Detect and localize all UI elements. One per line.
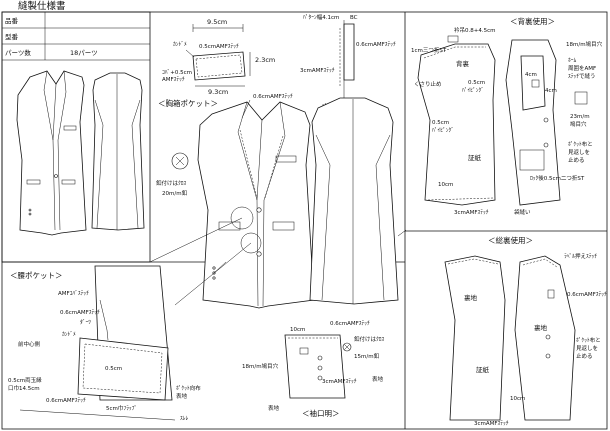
back-lining-label-lock: ﾛｯｸ後0.5cm二つ折ST bbox=[530, 174, 585, 182]
full-lining-label-10cm: 10cm bbox=[510, 396, 525, 402]
chest-dim-side: 2.3cm bbox=[255, 56, 275, 64]
info-label-model-no: 型番 bbox=[5, 32, 19, 41]
full-lining-label-shoumei: 証紙 bbox=[476, 365, 490, 374]
sleeve-label-buttonhole: 18m/m鳩目穴 bbox=[242, 362, 279, 370]
waist-label-stitch-bottom: 0.6cmAMFｽﾃｯﾁ bbox=[46, 397, 86, 404]
back-lining-label-piping2-b: ﾊﾟｲﾋﾟﾝｸﾞ bbox=[432, 127, 454, 134]
info-label-parts: パーツ数 bbox=[5, 48, 31, 57]
back-jacket-thumbnail bbox=[91, 72, 145, 231]
full-lining-label-lining1: 裏地 bbox=[464, 293, 478, 302]
front-label-stitch: 0.6cmAMFｽﾃｯﾁ bbox=[253, 93, 293, 100]
waist-label-kandome: ｶﾝﾄﾞﾒ bbox=[62, 331, 76, 338]
front-label-button-sew: 釦付けはｸﾛｽ bbox=[156, 179, 187, 187]
chest-label-kobae-1: ｺﾊﾞ+0.5cm bbox=[162, 69, 192, 76]
back-lining-label-tape: 衿吊0.8+4.5cm bbox=[454, 26, 495, 34]
chest-pocket-detail: 9.5cm ｶﾝﾄﾞﾒ 0.5cmAMFｽﾃｯﾁ 2.3cm ｺﾊﾞ+0.5cm… bbox=[158, 18, 275, 108]
back-lining-label-piping1-a: 0.5cm bbox=[468, 80, 485, 86]
waist-label-center: 前中心側 bbox=[18, 340, 41, 348]
back-lining-label-home-c: ｽﾃｯﾁで縫う bbox=[568, 72, 596, 80]
back-lining-label-bh23-b: 鳩目穴 bbox=[570, 120, 587, 128]
back-lining-label-4cm-a: 4cm bbox=[525, 72, 537, 78]
chest-dim-top: 9.5cm bbox=[207, 18, 227, 26]
back-lining-label-buttonhole18: 18m/m鳩目穴 bbox=[566, 40, 603, 48]
waist-label-welt-b: 口巾14.5cm bbox=[8, 384, 40, 392]
full-lining-label-pc-a: ﾎﾟｹｯﾄ布と bbox=[576, 336, 601, 344]
main-front-jacket: 0.6cmAMFｽﾃｯﾁ bbox=[197, 93, 315, 309]
waist-label-surere: ｽﾚﾚ bbox=[180, 415, 189, 422]
info-value-parts: 18パーツ bbox=[70, 49, 98, 57]
back-lining-label-home-a: ﾎｰﾑ bbox=[568, 57, 577, 64]
full-lining-label-lining2: 裏地 bbox=[534, 323, 548, 332]
bc-label-stitch: 0.6cmAMFｽﾃｯﾁ bbox=[356, 41, 396, 48]
bc-label-pattern: ﾊﾟﾀｰﾝ幅4.1cm bbox=[303, 13, 339, 21]
pocket-bc-detail: ﾊﾟﾀｰﾝ幅4.1cm BC 0.6cmAMFｽﾃｯﾁ 3cmAMFｽﾃｯﾁ ﾊ… bbox=[300, 13, 396, 110]
info-label-item-no: 品番 bbox=[5, 17, 19, 25]
waist-label-dim: 0.5cm bbox=[105, 366, 122, 372]
waist-label-flap: 5cm巾ﾌﾗｯﾌﾟ bbox=[106, 404, 137, 412]
back-lining-label-pc-b: 見返しを bbox=[568, 149, 590, 156]
bc-label-3cm: 3cmAMFｽﾃｯﾁ bbox=[300, 67, 335, 74]
back-lining-label-fold: 1cm三つ折ST bbox=[411, 46, 447, 54]
back-lining-label-piping1-b: ﾊﾟｲﾋﾟﾝｸﾞ bbox=[462, 87, 484, 94]
sleeve-label-outer2: 表地 bbox=[268, 404, 280, 412]
waist-pocket-detail: ＜腰ポケット＞ AMFｺﾊﾞｽﾃｯﾁ 0.6cmAMFｽﾃｯﾁ ﾀﾞｰﾂ ｶﾝﾄ… bbox=[8, 265, 201, 422]
sleeve-vent-detail: 10cm 0.6cmAMFｽﾃｯﾁ 18m/m鳩目穴 釦付けはｸﾛｽ 15m/m… bbox=[242, 320, 385, 418]
back-lining-label-pc-a: ﾎﾟｹｯﾄ布と bbox=[568, 140, 593, 148]
back-lining-label-home-b: 周囲をAMF bbox=[568, 65, 596, 72]
front-label-button-size: 20m/m釦 bbox=[162, 189, 188, 197]
front-button-detail: 釦付けはｸﾛｽ 20m/m釦 bbox=[156, 152, 189, 197]
sleeve-label-button-size: 15m/m釦 bbox=[354, 352, 380, 360]
waist-label-pf-a: ﾎﾟｹｯﾄ向布 bbox=[176, 384, 201, 392]
sleeve-label-stitch: 0.6cmAMFｽﾃｯﾁ bbox=[330, 320, 370, 327]
sleeve-vent-title: ＜袖口明＞ bbox=[302, 408, 340, 418]
waist-label-welt-a: 0.5cm両玉縁 bbox=[8, 376, 42, 384]
sleeve-label-button-sew: 釦付けはｸﾛｽ bbox=[354, 335, 385, 343]
back-lining-label-10cm: 10cm bbox=[438, 182, 453, 188]
back-lining-label-kusari: くさり止め bbox=[414, 80, 442, 88]
full-lining-detail: ＜総裏使用＞ ﾗﾍﾟﾙ押えｽﾃｯﾁ 0.6cmAMFｽﾃｯﾁ 裏地 裏地 ﾎﾟｹ… bbox=[444, 235, 607, 427]
chest-dim-bottom: 9.3cm bbox=[208, 88, 228, 96]
chest-pocket-title: ＜胸箱ポケット＞ bbox=[158, 98, 218, 108]
full-lining-label-pc-c: 止める bbox=[576, 352, 593, 360]
waist-label-kobae: AMFｺﾊﾞｽﾃｯﾁ bbox=[58, 290, 89, 297]
main-back-jacket bbox=[309, 97, 399, 305]
chest-label-kobae-2: AMFｽﾃｯﾁ bbox=[162, 76, 185, 83]
sleeve-label-10cm: 10cm bbox=[290, 327, 305, 333]
back-lining-label-bag: 袋縫い bbox=[514, 208, 531, 216]
full-lining-label-3cm: 3cmAMFｽﾃｯﾁ bbox=[474, 420, 509, 427]
back-lining-label-3cm: 3cmAMFｽﾃｯﾁ bbox=[454, 209, 489, 216]
leader-lines bbox=[149, 217, 407, 306]
front-jacket-thumbnail bbox=[16, 70, 87, 236]
sheet-title: 縫製仕様書 bbox=[18, 0, 66, 12]
waist-label-stitch: 0.6cmAMFｽﾃｯﾁ bbox=[60, 309, 100, 316]
sleeve-label-outer1: 表地 bbox=[372, 375, 384, 383]
waist-label-pf-b: 表地 bbox=[176, 392, 188, 400]
chest-label-stitch: 0.5cmAMFｽﾃｯﾁ bbox=[199, 43, 239, 50]
chest-label-kandome: ｶﾝﾄﾞﾒ bbox=[173, 41, 187, 48]
full-lining-title: ＜総裏使用＞ bbox=[488, 235, 533, 245]
waist-pocket-title: ＜腰ポケット＞ bbox=[10, 271, 63, 280]
full-lining-label-stitch: 0.6cmAMFｽﾃｯﾁ bbox=[567, 291, 607, 298]
full-lining-label-rapel: ﾗﾍﾟﾙ押えｽﾃｯﾁ bbox=[564, 252, 597, 260]
back-lining-title: ＜背裏使用＞ bbox=[510, 16, 555, 26]
back-lining-label-4cm-b: 4cm bbox=[545, 88, 557, 94]
back-lining-label-back: 背裏 bbox=[456, 59, 470, 68]
waist-label-dart: ﾀﾞｰﾂ bbox=[80, 319, 91, 326]
back-lining-detail: ＜背裏使用＞ 衿吊0.8+4.5cm 1cm三つ折ST 背裏 くさり止め 0.5… bbox=[411, 16, 603, 216]
sleeve-label-3cm: 3cmAMFｽﾃｯﾁ bbox=[322, 378, 357, 385]
full-lining-label-pc-b: 見返しを bbox=[576, 345, 598, 352]
back-lining-label-pc-c: 止める bbox=[568, 156, 585, 164]
back-lining-label-piping2-a: 0.5cm bbox=[432, 120, 449, 126]
back-lining-label-shoumei: 証紙 bbox=[468, 153, 482, 162]
bc-label: BC bbox=[350, 15, 358, 21]
back-lining-label-bh23-a: 23m/m bbox=[570, 114, 590, 120]
